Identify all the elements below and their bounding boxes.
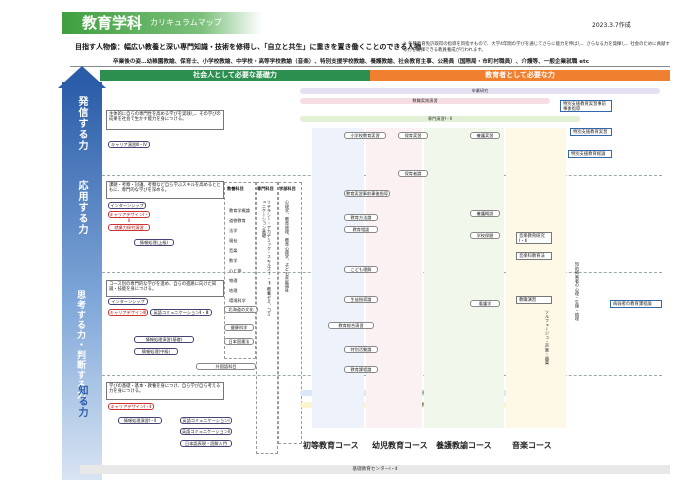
- specialty-col-2: [278, 182, 302, 444]
- mini-pill: 教育方法論: [344, 214, 378, 221]
- right-item: 音楽教育研究Ⅰ・Ⅱ: [516, 232, 552, 244]
- pill-careerd3: キャリアデザインⅠ・Ⅱ: [108, 403, 154, 410]
- kyouyou-item: 心と体: [229, 268, 242, 273]
- mini-pill: 教育実習事前事後指導: [344, 190, 390, 197]
- pill-joho-kiso: 情報処理演習(基礎): [134, 336, 194, 343]
- pill-intern1: インターンシップ: [108, 202, 146, 209]
- pill-eigo: 英語コミュニケーションⅡ・Ⅲ: [150, 309, 212, 316]
- pill-intern2: インターンシップ: [108, 298, 148, 305]
- page-title: 教育学科: [82, 14, 143, 32]
- ability-box-4: 学びの基礎・基本・教養を身につけ、自ら学び自ら考える力を身につける。: [106, 382, 224, 400]
- pill-careerd2: キャリアデザインⅢ: [108, 309, 148, 316]
- divider: [70, 66, 670, 67]
- mini-pill: 教育相談: [344, 226, 378, 233]
- right-item: 教職演習: [516, 296, 552, 304]
- mini-pill: 特別活動論: [344, 346, 378, 353]
- label-hasshin: 発信する力: [76, 96, 87, 151]
- kyouyou-item: 音楽: [229, 248, 238, 253]
- band-sotsuron: 卒業研究: [300, 88, 660, 94]
- course-bg-4: [506, 128, 566, 428]
- kyouyou-item: 道徳教育: [229, 218, 246, 223]
- mini-pill: 小学校教育実習: [344, 132, 386, 139]
- specialty-col-1-heading: 専門科目: [257, 186, 274, 191]
- kyouyou-item: 環境科学: [229, 298, 246, 303]
- label-shiru: 知る力: [76, 385, 87, 418]
- created-date: 2023.3.7作成: [592, 22, 631, 29]
- pill-eigo1: 英語コミュニケーションⅠ: [180, 417, 232, 424]
- pill-careerd1: キャリアデザインⅠ・Ⅱ: [108, 211, 150, 223]
- specialty-col-1: [256, 182, 278, 454]
- right-item: 特別支援教育実習事前事後指導: [560, 100, 612, 112]
- ability-box-1: 主体的に自らの専門性を高める学びを実践し、その学びの成果を社会で生かす能力を身に…: [106, 110, 224, 130]
- growth-arrow: [62, 82, 102, 480]
- course-label-yougo: 養護教諭コース: [436, 441, 492, 450]
- kyouyou-item: 数学: [229, 258, 238, 263]
- banner-social: 社会人として必要な基礎力: [100, 70, 370, 81]
- career-fields: 卒業後の姿…幼稚園教諭、保育士、小学校教諭、中学校・高等学校教諭（音楽）、特別支…: [113, 59, 590, 65]
- label-shikou: 思考する力・判断する力: [75, 290, 85, 400]
- pill-gakusei: 外国語科目: [196, 363, 256, 370]
- pill-eigo2: 英語コミュニケーションⅡ: [180, 428, 232, 435]
- mini-pill: 養護実習: [470, 132, 500, 139]
- kyouyou-panel: [224, 182, 256, 359]
- specialty-col-1-body: リテラシー・アカデミック・スキルズⅠ・Ⅱ 教養ゼミ、コミュニケーション基礎: [262, 200, 272, 317]
- pill-jouhou: 情報処理(上級): [134, 239, 174, 246]
- specialty-col-2-body: 心理学、教育原理、教育心理学、子ども家庭福祉: [285, 200, 290, 293]
- right-item: 知的障害者の心理・生理・病理: [575, 262, 580, 321]
- pill-joho-chu: 情報処理(中級): [134, 348, 178, 355]
- mini-pill: 学校保健: [470, 232, 500, 239]
- pill-health: 健康科学: [224, 324, 254, 331]
- pill-shuushoku: 就業力探究演習: [108, 224, 150, 231]
- pill-culture: 北海道の文化: [224, 306, 258, 313]
- label-ouyou: 応用する力: [76, 180, 87, 235]
- mini-pill: こども理解: [344, 266, 378, 273]
- ability-box-2: 課題・考察・討議、考察など自ら学ぶスキルを高めるとともに、専門的な学びを深める。: [106, 181, 224, 199]
- mini-pill: 看護学: [470, 300, 500, 307]
- band-kyoushoku: 教職実践演習: [300, 98, 550, 104]
- mini-pill: 教育課程論: [344, 366, 378, 373]
- specialty-col-2-heading: 学部科目: [279, 186, 296, 191]
- kyouyou-item: 福祉: [229, 238, 238, 243]
- course-label-youji: 幼児教育コース: [372, 441, 428, 450]
- target-profile: 目指す人物像：幅広い教養と深い専門知識・技術を修得し、「自立と共生」に重きを置き…: [75, 43, 422, 51]
- mini-pill: 保育者論: [398, 170, 428, 177]
- right-item: 病弱者の教育課程論: [610, 300, 662, 308]
- title-bar: [62, 12, 262, 34]
- course-bg-2: [366, 128, 422, 428]
- page-subtitle: カリキュラムマップ: [150, 18, 222, 27]
- pill-kokusai: 日本国憲法: [224, 338, 254, 345]
- kyouyou-item: 地理: [229, 288, 238, 293]
- mini-pill: 教育総合演習: [328, 322, 374, 329]
- pill-joho2: 情報処理演習Ⅰ・Ⅱ: [118, 417, 162, 424]
- footnote: ※ 各種教育免許取得の指導を目指すもので、大学4年間の学びを通じてさらに能力を伸…: [403, 42, 670, 53]
- course-bg-1: [312, 128, 364, 428]
- right-item: 特別支援教育総論: [568, 150, 612, 158]
- kyouyou-item: 法学: [229, 228, 238, 233]
- mini-pill: 養護概説: [470, 210, 500, 217]
- mini-pill: 保育実習: [398, 132, 428, 139]
- right-item: 特別支援教育実習: [570, 128, 612, 136]
- bottom-band: 基礎教育センターⅠ・Ⅱ: [80, 465, 670, 474]
- kyouyou-item: 教育学概論: [229, 208, 250, 213]
- band-senmon: 専門演習Ⅰ・Ⅱ: [300, 116, 580, 122]
- mini-pill: 生徒指導論: [344, 296, 378, 303]
- banner-teacher: 教育者として必要な力: [370, 70, 670, 81]
- kyouyou-heading: 教養科目: [227, 186, 244, 191]
- ability-box-3: コース別の専門的な学びを進め、自らの進路に向けた知識・技能を身につける。: [106, 280, 224, 297]
- right-item: ソルフェージュ・声楽・器楽: [545, 310, 550, 365]
- course-label-shotou: 初等教育コース: [303, 441, 359, 450]
- pill-career4: キャリア演習Ⅲ・Ⅳ: [108, 141, 150, 148]
- course-bg-3: [424, 128, 504, 428]
- kyouyou-item: 物理: [229, 278, 238, 283]
- course-label-ongaku: 音楽コース: [512, 441, 552, 450]
- pill-nihon: 日本語表現・読解入門: [180, 440, 232, 447]
- right-item: 音楽科教育法: [516, 252, 552, 260]
